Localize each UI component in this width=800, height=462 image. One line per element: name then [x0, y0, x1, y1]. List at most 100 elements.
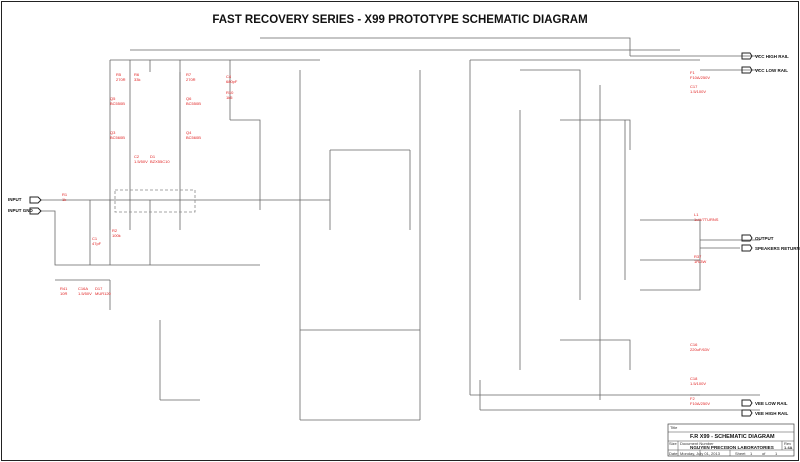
component-value: 1R/3W — [694, 259, 706, 264]
schematic-title: FAST RECOVERY SERIES - X99 PROTOTYPE SCH… — [212, 14, 588, 26]
component-value: 1.5/100V — [690, 89, 706, 94]
component-ref: L1 — [694, 212, 699, 217]
component-value: BC550B — [110, 101, 125, 106]
component-ref: R1 — [62, 192, 68, 197]
component-ref: Q3 — [110, 130, 116, 135]
title-block: Title F.R X99 - SCHEMATIC DIAGRAM Size D… — [667, 423, 795, 457]
svg-text:1: 1 — [750, 451, 753, 456]
svg-text:Sheet: Sheet — [735, 451, 746, 456]
component-value: 100k — [112, 233, 121, 238]
svg-text:VCC LOW RAIL: VCC LOW RAIL — [755, 68, 788, 73]
component-value: 10R — [60, 291, 67, 296]
port-input: INPUT — [8, 196, 42, 204]
component-ref: D1 — [150, 154, 156, 159]
component-c2: C21.5/50V — [134, 154, 148, 164]
svg-text:1.4A: 1.4A — [784, 445, 793, 450]
port-vee-high: VEE HIGH RAIL — [741, 409, 789, 417]
component-ref: R7 — [186, 72, 192, 77]
svg-text:VEE HIGH RAIL: VEE HIGH RAIL — [755, 411, 789, 416]
component-value: 1.5/50V — [134, 159, 148, 164]
svg-text:Monday, July 01, 2013: Monday, July 01, 2013 — [680, 451, 721, 456]
component-value: 680pF — [226, 79, 238, 84]
svg-text:INPUT: INPUT — [8, 197, 22, 202]
component-ref: R2 — [112, 228, 118, 233]
component-ref: F1 — [690, 70, 695, 75]
svg-text:F.R X99 - SCHEMATIC DIAGRAM: F.R X99 - SCHEMATIC DIAGRAM — [690, 434, 775, 440]
component-ref: D17 — [95, 286, 103, 291]
component-value: 270R — [186, 77, 196, 82]
component-ref: C4 — [226, 74, 232, 79]
svg-text:Size: Size — [669, 441, 678, 446]
component-value: MUR120 — [95, 291, 112, 296]
port-input-gnd: INPUT GND — [8, 207, 42, 215]
port-vcc-high: VCC HIGH RAIL — [741, 52, 789, 60]
svg-text:Date:: Date: — [669, 451, 679, 456]
component-value: BC550B — [186, 101, 201, 106]
port-vcc-low: VCC LOW RAIL — [741, 66, 788, 74]
component-ref: C2 — [134, 154, 140, 159]
component-value: F10A/250V — [690, 401, 710, 406]
svg-text:VEE LOW RAIL: VEE LOW RAIL — [755, 401, 788, 406]
component-ref: R10 — [226, 90, 234, 95]
component-ref: F2 — [690, 396, 695, 401]
port-vee-low: VEE LOW RAIL — [741, 399, 788, 407]
component-value: 33k — [134, 77, 140, 82]
component-value: 47pF — [92, 241, 102, 246]
component-value: BZX55C10 — [150, 159, 170, 164]
component-value: 1.5/50V — [78, 291, 92, 296]
component-ref: C1 — [92, 236, 98, 241]
component-value: BC560B — [186, 135, 201, 140]
component-value: 1uH/7TURNS — [694, 217, 719, 222]
svg-text:Document Number: Document Number — [680, 441, 714, 446]
component-value: 270R — [116, 77, 126, 82]
component-ref: C16A — [78, 286, 88, 291]
component-ref: C18 — [690, 376, 698, 381]
svg-text:INPUT GND: INPUT GND — [8, 208, 34, 213]
component-value: 1k — [62, 197, 66, 202]
svg-text:SPEAKERS RETURN: SPEAKERS RETURN — [755, 246, 800, 251]
svg-text:NGUYEN PRECISION LABORATORIES: NGUYEN PRECISION LABORATORIES — [690, 445, 774, 450]
component-ref: Q5 — [110, 96, 116, 101]
svg-text:1: 1 — [775, 451, 778, 456]
component-value: 220uF/63V — [690, 347, 710, 352]
component-value: F10A/250V — [690, 75, 710, 80]
component-ref: C17 — [690, 84, 698, 89]
component-ref: C16 — [690, 342, 698, 347]
port-output: OUTPUT — [741, 234, 774, 242]
component-value: 1.5/100V — [690, 381, 706, 386]
svg-text:OUTPUT: OUTPUT — [755, 236, 774, 241]
component-ref: Q6 — [186, 96, 192, 101]
component-value: BC560B — [110, 135, 125, 140]
svg-text:Rev: Rev — [784, 441, 791, 446]
svg-text:of: of — [762, 451, 766, 456]
svg-text:Title: Title — [670, 425, 678, 430]
component-ref: R41 — [60, 286, 68, 291]
component-value: 1k5 — [226, 95, 233, 100]
port-speakers-return: SPEAKERS RETURN — [741, 244, 800, 252]
